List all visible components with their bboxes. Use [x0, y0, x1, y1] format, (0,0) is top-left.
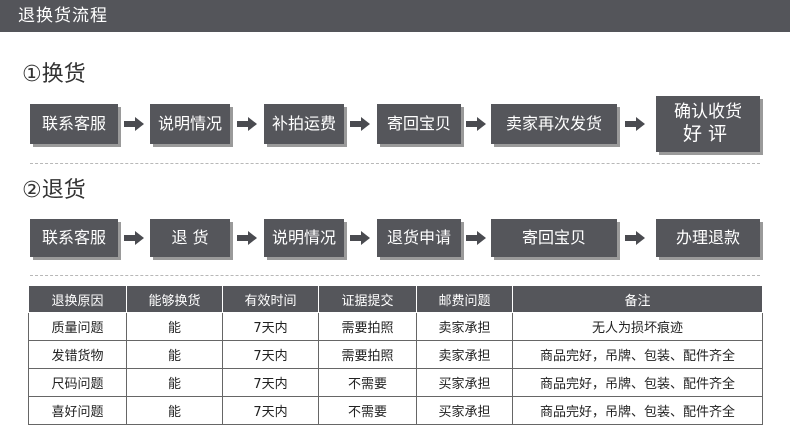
- column-header: 备注: [512, 286, 763, 313]
- return-step-send-back: 寄回宝贝: [491, 219, 617, 257]
- column-header: 邮费问题: [416, 286, 513, 313]
- table-cell: 买家承担: [416, 396, 513, 425]
- arrow-right-icon: [237, 231, 257, 245]
- table-header-row: 退换原因 能够换货 有效时间 证据提交 邮费问题 备注: [28, 286, 763, 313]
- table-cell: 能: [126, 340, 223, 369]
- table-cell: 卖家承担: [416, 340, 513, 369]
- table-cell: 买家承担: [416, 368, 513, 397]
- exchange-step-send-back: 寄回宝贝: [377, 104, 461, 144]
- return-step-contact: 联系客服: [30, 219, 118, 257]
- arrow-right-icon: [124, 117, 144, 131]
- page-title: 退换货流程: [18, 6, 108, 26]
- exchange-step-shipping-fee: 补拍运费: [264, 104, 344, 144]
- table-cell: 质量问题: [28, 312, 127, 341]
- table-cell: 商品完好，吊牌、包装、配件齐全: [512, 396, 763, 425]
- table-cell: 不需要: [318, 396, 417, 425]
- table-cell: 不需要: [318, 368, 417, 397]
- table-cell: 7天内: [222, 312, 319, 341]
- table-cell: 7天内: [222, 396, 319, 425]
- arrow-right-icon: [237, 117, 257, 131]
- arrow-right-icon: [625, 231, 645, 245]
- exchange-step-explain: 说明情况: [150, 104, 230, 144]
- table-cell: 发错货物: [28, 340, 127, 369]
- table-cell: 7天内: [222, 368, 319, 397]
- exchange-step-reship: 卖家再次发货: [491, 104, 617, 144]
- table-cell: 需要拍照: [318, 340, 417, 369]
- column-header: 能够换货: [126, 286, 223, 313]
- table-cell: 7天内: [222, 340, 319, 369]
- arrow-right-icon: [466, 117, 486, 131]
- arrow-right-icon: [124, 231, 144, 245]
- confirm-receipt-label: 确认收货: [674, 101, 742, 122]
- section-divider: [30, 163, 760, 164]
- return-policy-table: 退换原因 能够换货 有效时间 证据提交 邮费问题 备注 质量问题 能 7天内 需…: [28, 286, 763, 425]
- table-row: 尺码问题 能 7天内 不需要 买家承担 商品完好，吊牌、包装、配件齐全: [28, 368, 763, 397]
- return-step-return-goods: 退 货: [150, 219, 230, 257]
- exchange-heading: ①换货: [22, 62, 86, 87]
- table-cell: 尺码问题: [28, 368, 127, 397]
- arrow-right-icon: [350, 231, 370, 245]
- page-title-bar: 退换货流程: [0, 0, 790, 32]
- table-cell: 无人为损坏痕迹: [512, 312, 763, 341]
- column-header: 退换原因: [28, 286, 127, 313]
- table-cell: 喜好问题: [28, 396, 127, 425]
- table-cell: 商品完好，吊牌、包装、配件齐全: [512, 368, 763, 397]
- arrow-right-icon: [466, 231, 486, 245]
- table-cell: 需要拍照: [318, 312, 417, 341]
- return-step-apply: 退货申请: [377, 219, 461, 257]
- return-step-explain: 说明情况: [264, 219, 344, 257]
- return-step-refund: 办理退款: [656, 219, 760, 257]
- table-row: 发错货物 能 7天内 需要拍照 卖家承担 商品完好，吊牌、包装、配件齐全: [28, 340, 763, 369]
- table-cell: 能: [126, 312, 223, 341]
- column-header: 证据提交: [318, 286, 417, 313]
- return-heading: ②退货: [22, 178, 86, 203]
- table-row: 喜好问题 能 7天内 不需要 买家承担 商品完好，吊牌、包装、配件齐全: [28, 396, 763, 425]
- exchange-step-confirm-review: 确认收货 好评: [656, 96, 760, 152]
- exchange-step-contact: 联系客服: [30, 104, 118, 144]
- arrow-right-icon: [625, 117, 645, 131]
- table-cell: 卖家承担: [416, 312, 513, 341]
- arrow-right-icon: [350, 117, 370, 131]
- table-row: 质量问题 能 7天内 需要拍照 卖家承担 无人为损坏痕迹: [28, 312, 763, 341]
- good-review-label: 好评: [682, 122, 733, 145]
- column-header: 有效时间: [222, 286, 319, 313]
- table-cell: 商品完好，吊牌、包装、配件齐全: [512, 340, 763, 369]
- table-cell: 能: [126, 368, 223, 397]
- table-cell: 能: [126, 396, 223, 425]
- section-divider: [30, 275, 760, 276]
